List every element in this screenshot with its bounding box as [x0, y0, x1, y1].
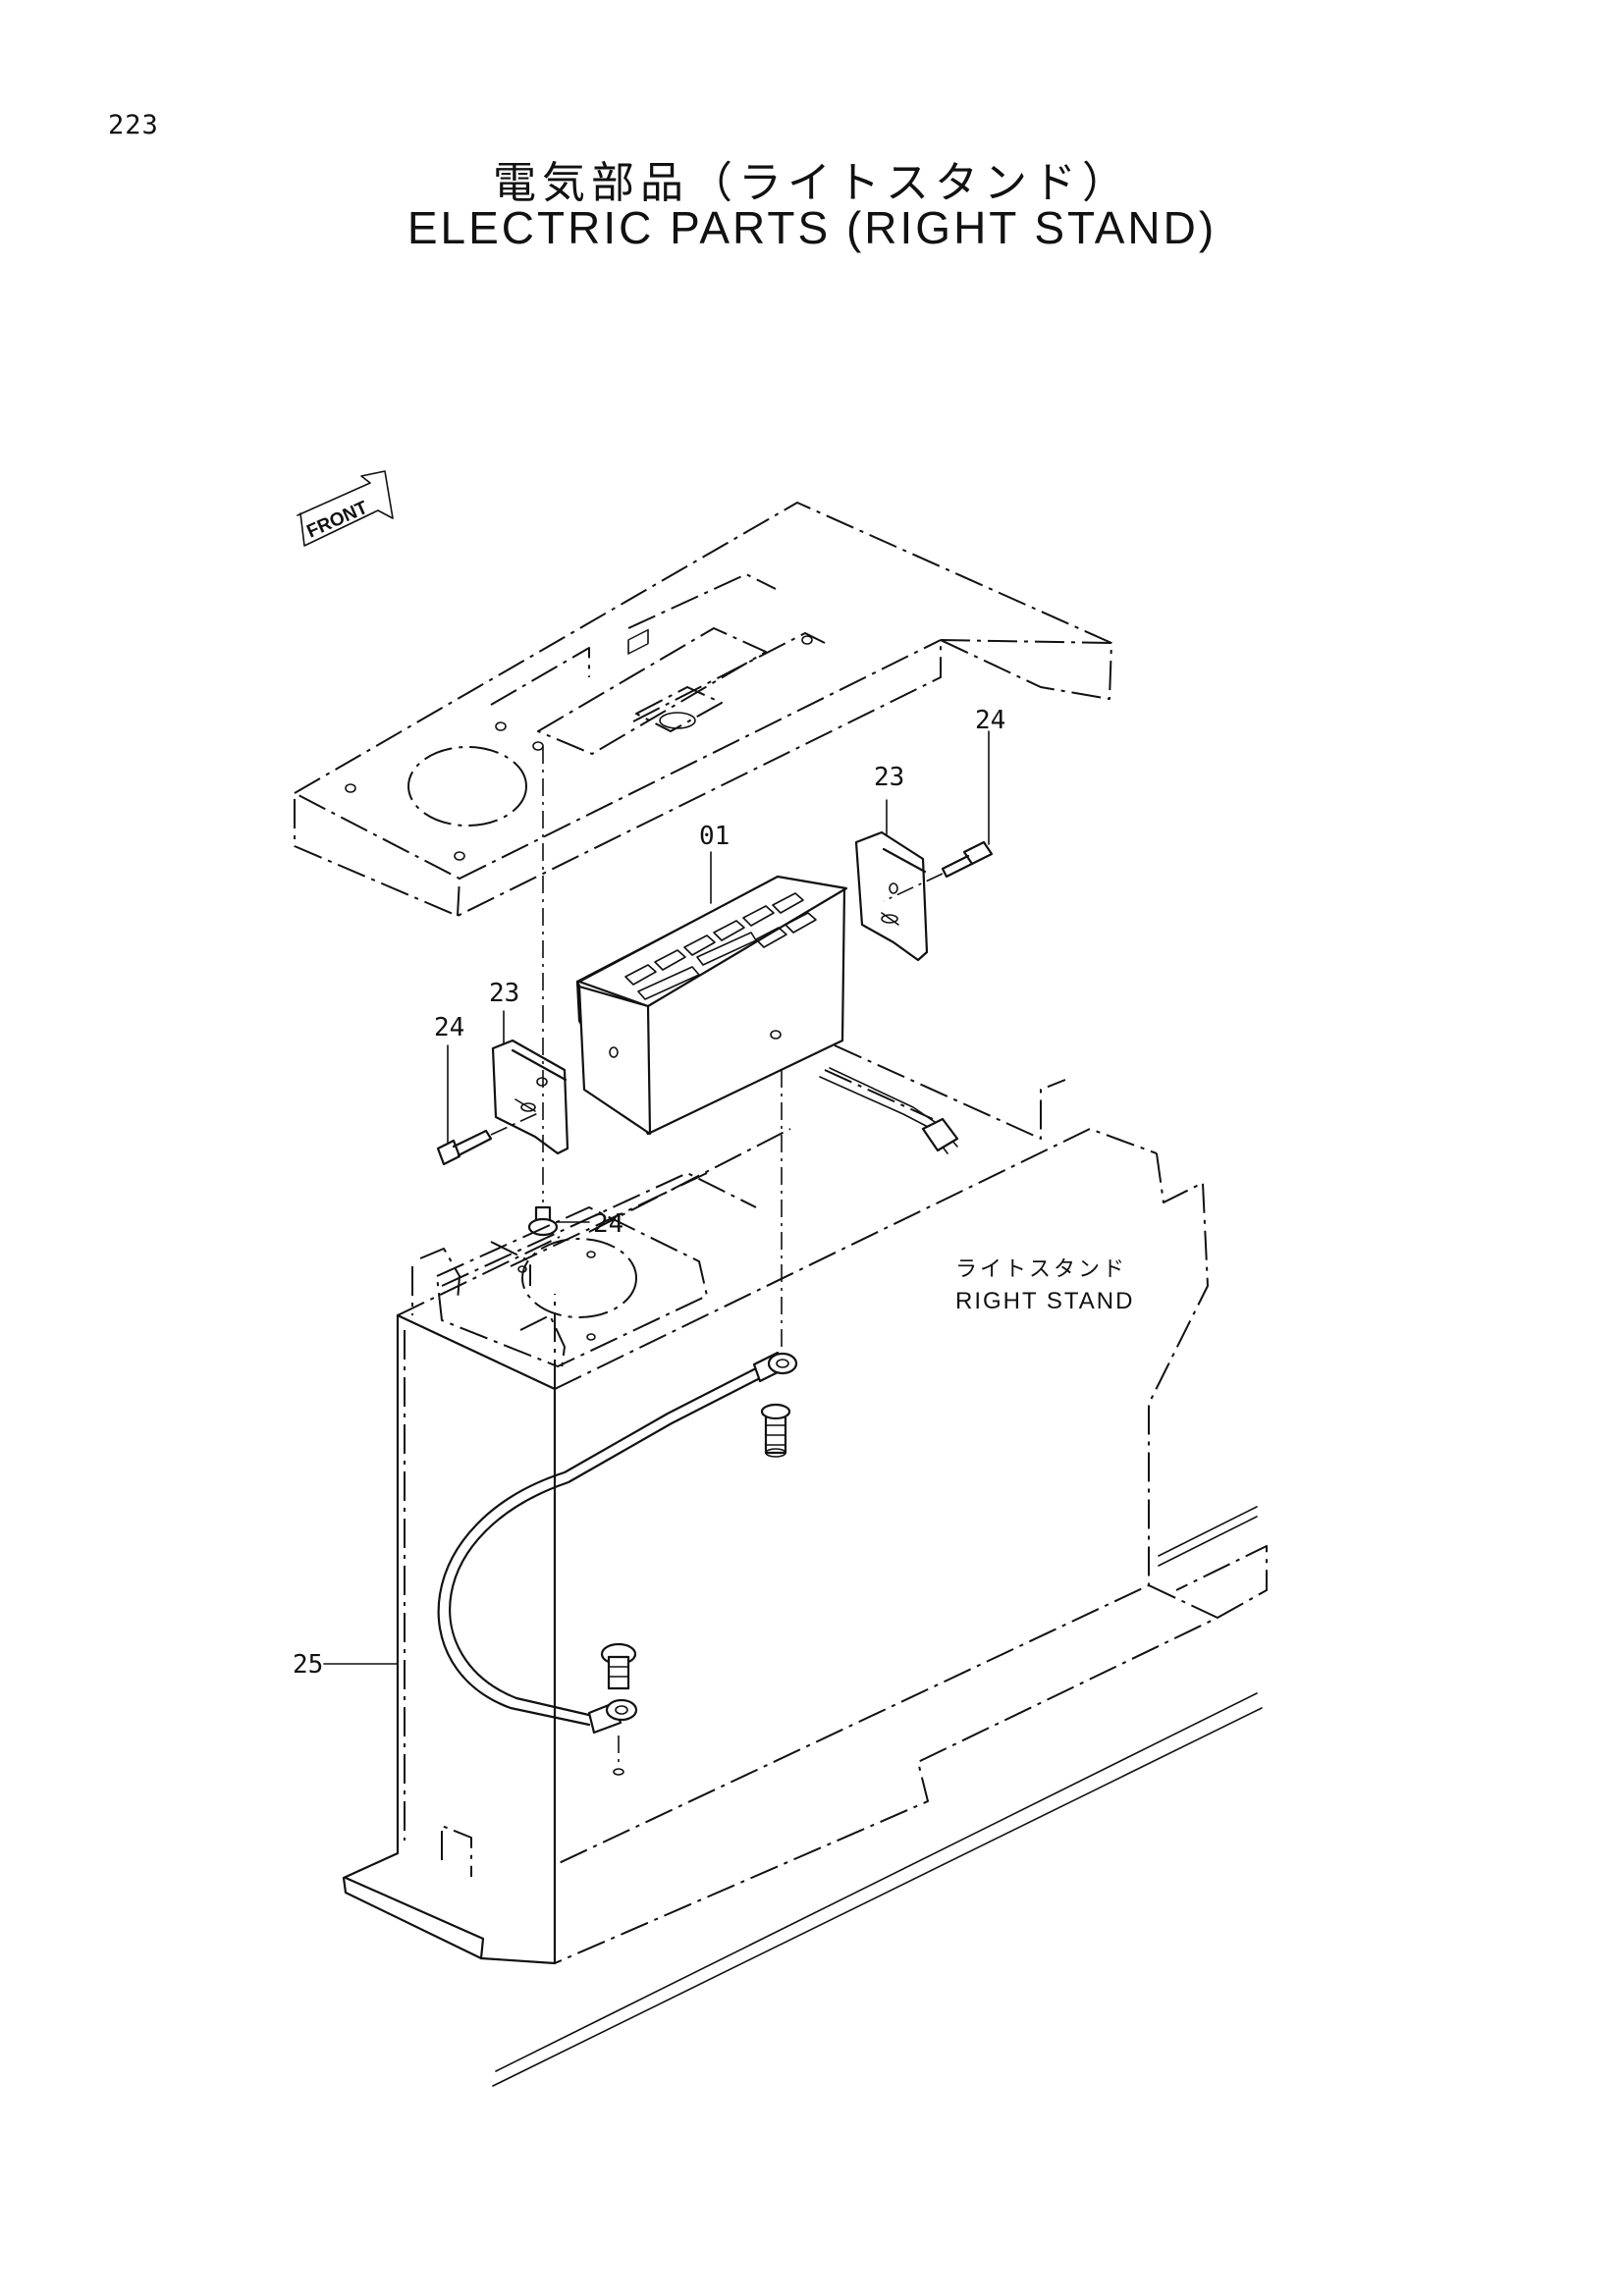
switch-buttons	[624, 628, 817, 1000]
ground-cable	[437, 1351, 798, 1735]
front-label: FRONT	[303, 498, 371, 543]
bracket-left	[491, 1039, 569, 1155]
label-part-25: 25	[293, 1650, 323, 1680]
cable-bolt-lower-icon	[600, 1642, 637, 1776]
stand-top-flange	[419, 1206, 708, 1370]
floor-edge	[492, 1506, 1263, 2087]
stand-harness-top	[819, 1067, 959, 1154]
cover-plate	[294, 502, 1112, 917]
right-stand-body	[342, 1044, 1268, 1965]
page-number: 223	[108, 110, 159, 140]
label-part-24-left: 24	[434, 1013, 464, 1042]
switch-box-unit	[575, 628, 848, 1136]
page-title-english: ELECTRIC PARTS (RIGHT STAND)	[406, 202, 1218, 253]
bolt-center-icon	[527, 1205, 559, 1237]
bracket-right	[854, 830, 929, 962]
label-part-24-right: 24	[975, 706, 1005, 735]
bolt-left-icon	[436, 1112, 539, 1166]
label-part-23-right: 23	[874, 763, 904, 792]
cable-bolt-upper-icon	[760, 1403, 791, 1458]
page-title-japanese: 電気部品（ライトスタンド）	[493, 158, 1131, 208]
front-arrow-icon: FRONT	[297, 470, 394, 547]
callout-right-stand-en: RIGHT STAND	[955, 1288, 1134, 1314]
label-part-01: 01	[699, 822, 730, 851]
callout-right-stand-jp: ライトスタンド	[955, 1257, 1127, 1282]
leader-lines	[323, 730, 990, 1665]
label-part-23-left: 23	[489, 979, 519, 1008]
label-part-24-center: 24	[593, 1209, 623, 1239]
bolt-right-icon	[883, 840, 994, 902]
